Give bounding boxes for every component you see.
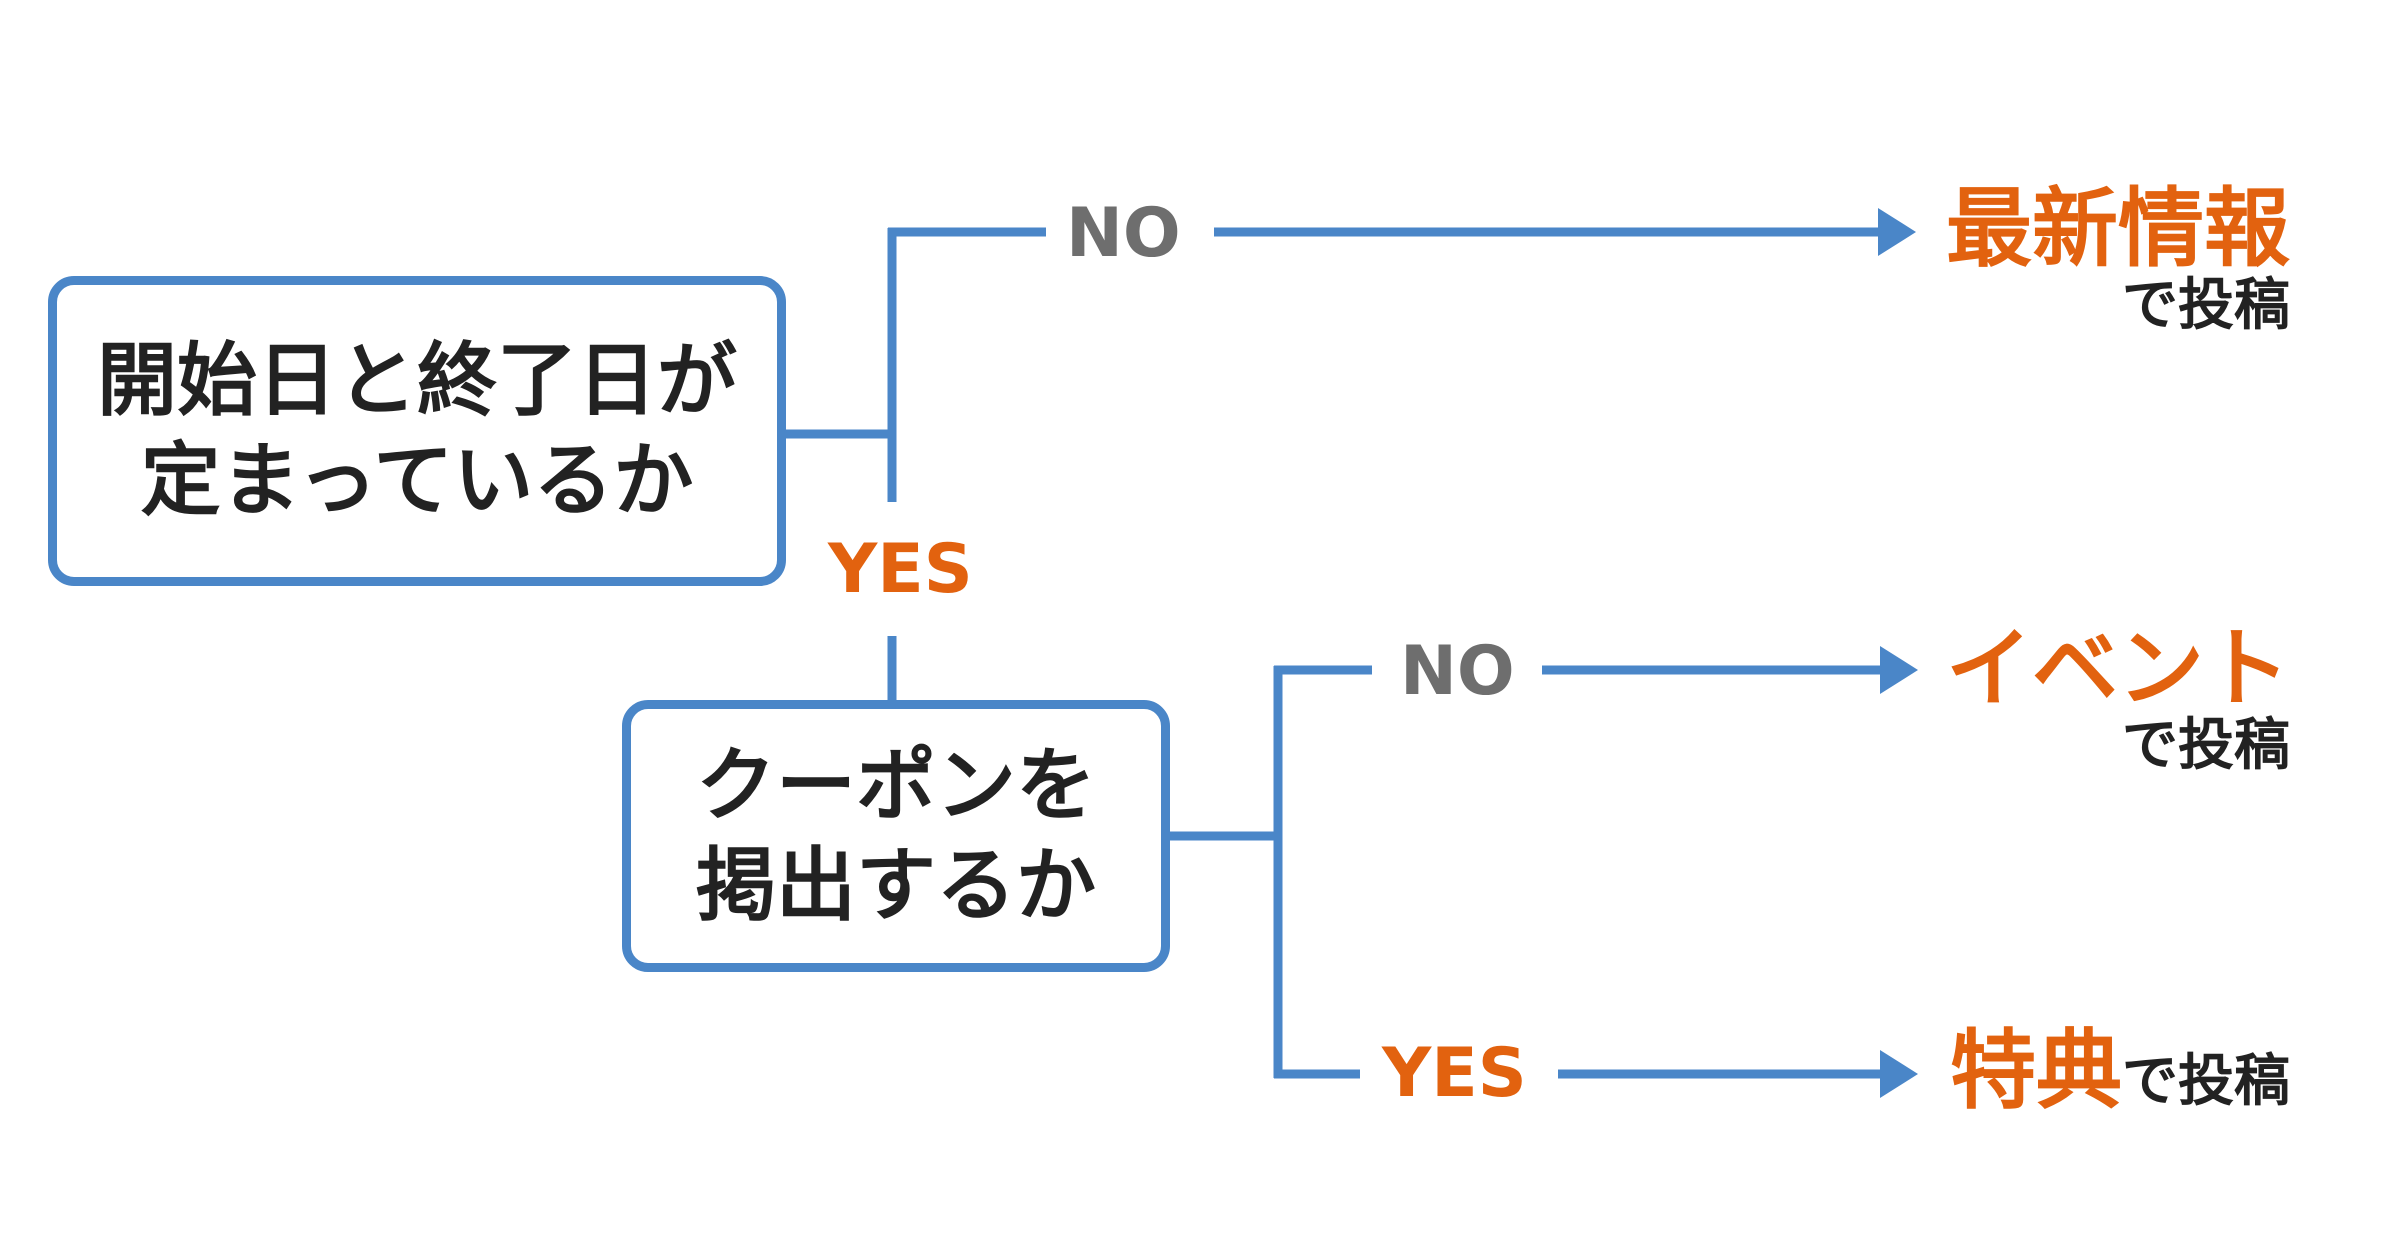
- question-box-dates-defined: 開始日と終了日が 定まっているか: [48, 276, 786, 586]
- question1-line2: 定まっているか: [140, 434, 694, 527]
- result-event-name: イベント: [1946, 619, 2290, 719]
- result-event: イベント で投稿: [1946, 626, 2290, 774]
- result-offer-name: 特典: [1950, 1021, 2122, 1121]
- q1-yes-label: YES: [828, 530, 973, 609]
- result-offer: 特典 で投稿: [1950, 1028, 2290, 1114]
- question2-line2: 掲出するか: [696, 839, 1096, 932]
- q1-no-label: NO: [1066, 194, 1181, 273]
- q2-yes-label: YES: [1382, 1034, 1527, 1113]
- result-latest-info-name: 最新情報: [1946, 179, 2290, 279]
- result-latest-info: 最新情報 で投稿: [1946, 186, 2290, 334]
- arrowhead-latest-info: [1878, 208, 1916, 256]
- result-offer-suffix: で投稿: [2122, 1049, 2290, 1114]
- arrowhead-event: [1880, 646, 1918, 694]
- arrowhead-offer: [1880, 1050, 1918, 1098]
- question1-line1: 開始日と終了日が: [97, 334, 737, 427]
- question-box-coupon: クーポンを 掲出するか: [622, 700, 1170, 972]
- result-event-suffix: で投稿: [2122, 713, 2290, 778]
- result-latest-info-suffix: で投稿: [2122, 273, 2290, 338]
- q2-no-label: NO: [1400, 632, 1515, 711]
- question2-line1: クーポンを: [696, 739, 1096, 832]
